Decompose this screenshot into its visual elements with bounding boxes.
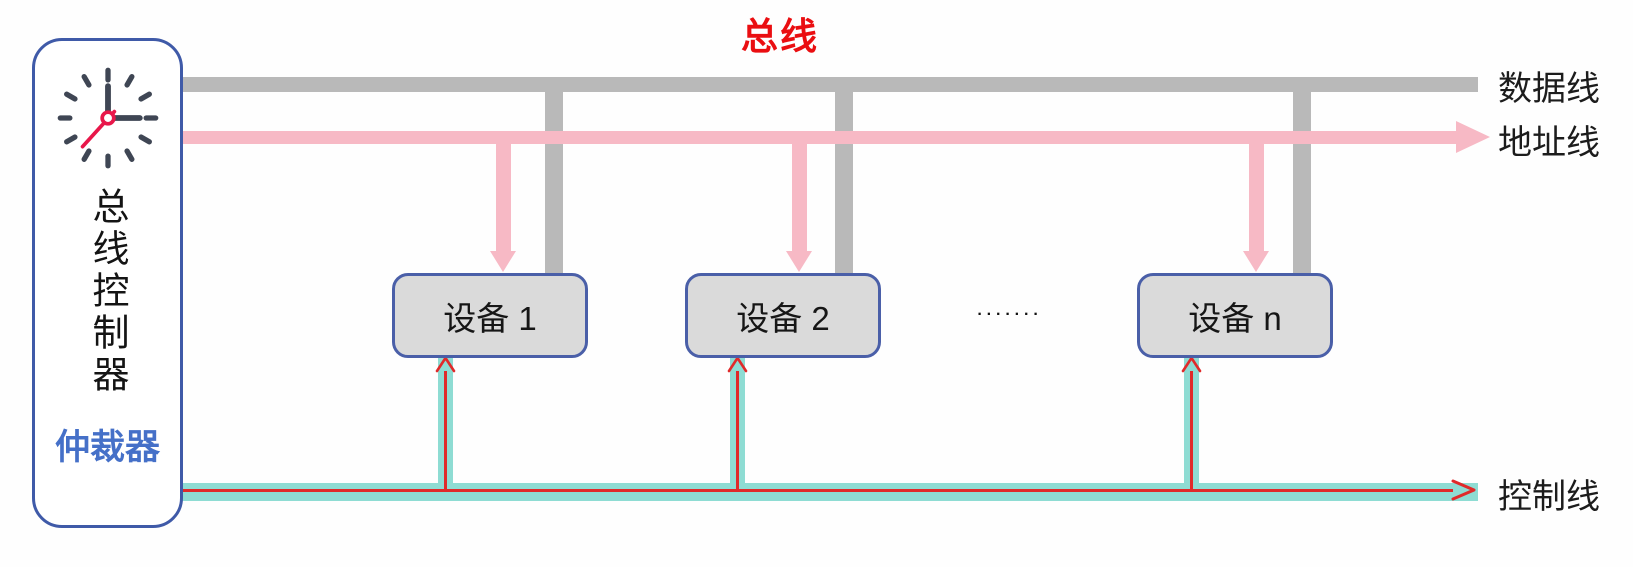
diagram-title: 总线	[741, 16, 819, 57]
device-box-n: 设备 n	[1137, 273, 1333, 358]
data-drop-device-2	[835, 92, 853, 274]
control-line-label: 控制线	[1498, 478, 1600, 516]
address-bus-line	[179, 131, 1458, 144]
address-drop-arrowhead-2-icon	[786, 251, 812, 272]
address-drop-device-1	[496, 144, 511, 252]
control-bus-red-line	[181, 489, 1453, 492]
control-riser-red-n	[1190, 371, 1193, 491]
address-drop-arrowhead-1-icon	[490, 251, 516, 272]
devices-ellipsis: ·······	[977, 306, 1043, 323]
device-box-2: 设备 2	[685, 273, 881, 358]
address-drop-device-2	[792, 144, 807, 252]
data-drop-device-n	[1293, 92, 1311, 274]
data-drop-device-1	[545, 92, 563, 274]
bus-controller-box: 总线控制器 仲裁器	[32, 38, 183, 528]
control-bus-arrowhead-icon	[1449, 477, 1479, 510]
data-bus-line	[179, 77, 1478, 92]
control-up-arrowhead-1-icon	[434, 356, 457, 378]
arbiter-label: 仲裁器	[54, 428, 160, 467]
address-drop-arrowhead-n-icon	[1243, 251, 1269, 272]
control-up-arrowhead-2-icon	[726, 356, 749, 378]
address-bus-arrowhead-icon	[1456, 121, 1490, 153]
control-riser-red-2	[736, 371, 739, 491]
device-1-label: 设备 1	[443, 299, 537, 337]
bus-controller-label: 总线控制器	[87, 187, 128, 397]
control-up-arrowhead-n-icon	[1180, 356, 1203, 378]
device-2-label: 设备 2	[736, 299, 830, 337]
address-line-label: 地址线	[1498, 124, 1600, 162]
device-n-label: 设备 n	[1188, 299, 1282, 337]
data-line-label: 数据线	[1498, 70, 1600, 108]
control-bus-line	[181, 483, 1478, 501]
device-box-1: 设备 1	[392, 273, 588, 358]
control-riser-red-1	[444, 371, 447, 491]
address-drop-device-n	[1249, 144, 1264, 252]
clock-icon	[55, 65, 161, 171]
